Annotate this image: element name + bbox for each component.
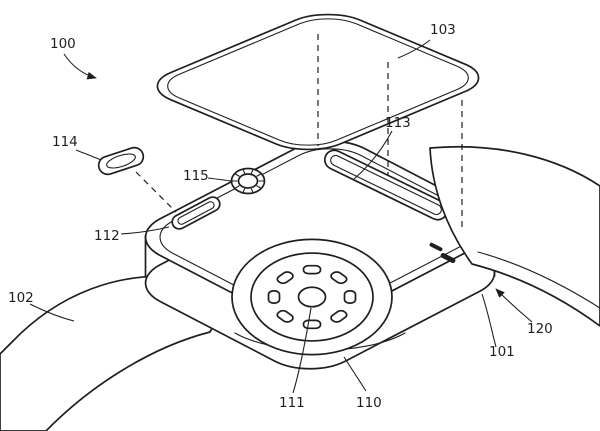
- side-button-outline: [170, 195, 222, 232]
- electrode-pad: [329, 271, 349, 285]
- ref-label-112: 112: [94, 228, 120, 244]
- electrode-pad: [345, 291, 356, 303]
- ref-label-102: 102: [8, 290, 34, 306]
- button-cap: [96, 145, 145, 176]
- sensor-center-window: [299, 287, 326, 306]
- leader-114: [76, 150, 101, 160]
- dashed-line-button-cap: [136, 172, 176, 212]
- leader-120: [495, 288, 532, 322]
- electrode-pads: [269, 266, 356, 329]
- ref-label-101: 101: [489, 344, 515, 360]
- ref-labels: 100 103 114 115 113 112 102 111 110 101 …: [8, 22, 553, 411]
- electrode-pad: [329, 309, 349, 323]
- ref-label-114: 114: [52, 134, 78, 150]
- ref-label-111: 111: [279, 395, 305, 411]
- side-button: [170, 195, 222, 232]
- band-right-outline: [430, 147, 600, 326]
- speaker-slots: [429, 242, 456, 263]
- leader-112: [121, 227, 169, 234]
- back-cover-inner-ring: [251, 253, 373, 341]
- leader-110: [344, 357, 366, 391]
- leader-lines: [30, 40, 532, 393]
- button-cap-top: [105, 151, 137, 171]
- cover-glass-inner: [151, 12, 485, 152]
- leader-103: [398, 40, 430, 58]
- back-cover-outer-ring: [232, 239, 392, 354]
- band-slot-inner: [329, 154, 443, 216]
- electrode-pad: [304, 266, 321, 274]
- electrode-pad: [275, 309, 295, 323]
- leader-113: [354, 131, 392, 179]
- band-right-edge-line: [478, 252, 600, 308]
- ref-label-115: 115: [183, 168, 209, 184]
- side-button-inner: [177, 201, 216, 226]
- leader-100: [64, 54, 97, 80]
- ref-label-113: 113: [385, 115, 411, 131]
- button-cap-outline: [96, 145, 145, 176]
- leader-115: [208, 178, 231, 181]
- speaker-slot: [440, 253, 456, 263]
- band-right: [430, 147, 600, 326]
- crown: [232, 169, 265, 194]
- ref-label-100: 100: [50, 36, 76, 52]
- assembly-dashed-lines: [136, 34, 462, 232]
- speaker-slot: [429, 242, 443, 252]
- ref-label-120: 120: [527, 321, 553, 337]
- leader-101: [482, 294, 496, 347]
- leader-102: [30, 304, 74, 321]
- crown-inner: [239, 174, 258, 188]
- electrode-pad: [275, 271, 295, 285]
- electrode-pad: [304, 320, 321, 328]
- leader-111: [293, 308, 311, 393]
- ref-label-103: 103: [430, 22, 456, 38]
- electrode-pad: [269, 291, 280, 303]
- ref-label-110: 110: [356, 395, 382, 411]
- back-sensor: [232, 239, 392, 354]
- crown-knurling: [232, 169, 265, 193]
